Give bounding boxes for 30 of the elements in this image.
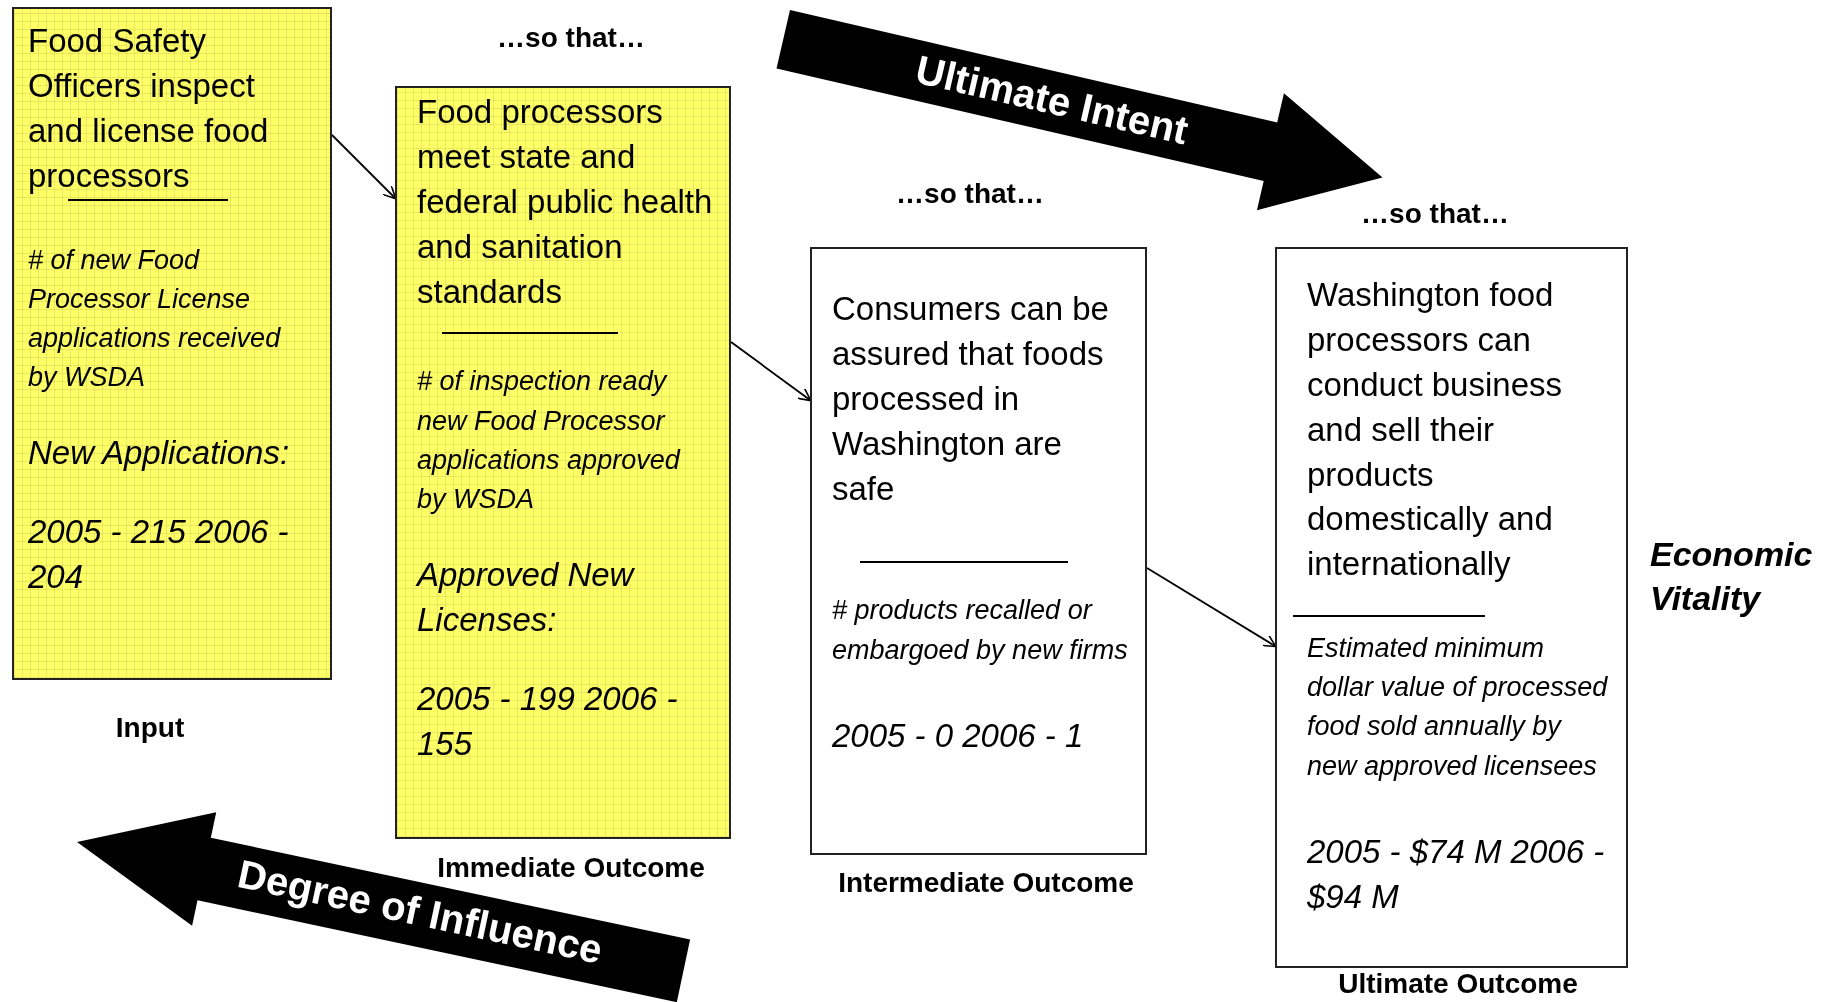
measure-value: 2005 - 0 2006 - 1 (832, 715, 1085, 756)
measure-value: 2005 - 199 2006 - 155 (417, 678, 679, 764)
outcome-box (810, 247, 1147, 855)
box-heading: Food processors meet state and federal public health and sanitation standards (417, 92, 714, 312)
outcome-box (12, 7, 332, 680)
arrow (1146, 567, 1277, 648)
box-heading: Food Safety Officers inspect and license food processors (28, 21, 270, 196)
stage-label: Ultimate Outcome (1338, 968, 1578, 1000)
outcome-label: Economic Vitality (1650, 534, 1814, 620)
connector-phrase: …so that… (896, 178, 1044, 210)
arrow (331, 134, 397, 200)
measure-value: 2005 - $74 M 2006 - $94 M (1307, 831, 1606, 917)
measure-value: Approved New Licenses: (417, 554, 636, 640)
measure-value: New Applications: (28, 433, 291, 474)
box-heading: Consumers can be assured that foods processed in Washington are safe (832, 289, 1110, 509)
outcome-box (1275, 247, 1628, 968)
box-heading: Washington food processors can conduct business and sell their products domestically and internationally (1307, 275, 1563, 585)
stage-label: Input (115, 712, 185, 744)
arrow-label: Ultimate Intent (911, 46, 1193, 154)
measure-description: # of new Food Processor License applications received by WSDA (28, 243, 282, 394)
stage-label: Intermediate Outcome (838, 867, 1134, 899)
measure-description: # of inspection ready new Food Processor applications approved by WSDA (417, 365, 682, 516)
connector-phrase: …so that… (1361, 198, 1509, 230)
stage-label: Immediate Outcome (437, 852, 705, 884)
measure-description: # products recalled or embargoed by new firms (832, 594, 1129, 667)
connector-phrase: …so that… (497, 22, 645, 54)
outcome-box (395, 86, 731, 839)
measure-value: 2005 - 215 2006 - 204 (28, 511, 290, 597)
arrow (730, 341, 812, 402)
measure-description: Estimated minimum dollar value of processed food sold annually by new approved licensees (1307, 632, 1609, 783)
